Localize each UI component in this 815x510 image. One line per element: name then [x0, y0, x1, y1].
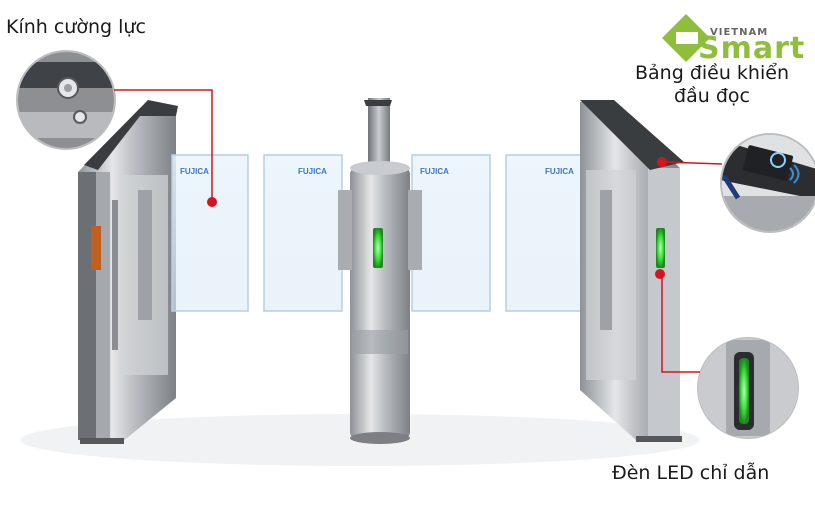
callout-marker	[657, 157, 667, 167]
center-column	[338, 98, 422, 444]
glass-panel-right-1: FUJICA	[411, 154, 491, 312]
right-cabinet	[580, 100, 684, 442]
glass-panel-brand: FUJICA	[180, 167, 209, 176]
label-led-indicator: Đèn LED chỉ dẫn	[612, 462, 770, 484]
left-cabinet-indicator	[91, 226, 101, 270]
vietnam-smart-logo: VIETNAM Smart	[652, 10, 812, 66]
label-tempered-glass: Kính cường lực	[6, 16, 146, 38]
right-cabinet-led	[656, 228, 665, 268]
glass-panel-left-1: FUJICA	[171, 154, 249, 312]
callout-marker	[207, 197, 217, 207]
callout-marker	[655, 269, 665, 279]
callout-led	[655, 269, 799, 439]
label-reader-control-panel: Bảng điều khiển đầu đọc	[612, 62, 812, 108]
glass-panel-left-2: FUJICA	[263, 154, 343, 312]
callout-reader-panel	[657, 133, 815, 233]
center-led	[373, 228, 383, 268]
label-reader-line-2: đầu đọc	[674, 85, 750, 107]
glass-panel-right-2: FUJICA	[505, 154, 585, 312]
callout-glass	[16, 50, 217, 207]
label-reader-line-1: Bảng điều khiển	[635, 62, 789, 84]
glass-panel-brand: FUJICA	[545, 167, 574, 176]
glass-panel-brand: FUJICA	[420, 167, 449, 176]
logo-top-text: VIETNAM	[710, 27, 769, 38]
left-cabinet	[78, 100, 178, 444]
logo-mark	[662, 14, 710, 62]
logo-main-text: Smart	[698, 31, 806, 66]
glass-panel-brand: FUJICA	[298, 167, 327, 176]
